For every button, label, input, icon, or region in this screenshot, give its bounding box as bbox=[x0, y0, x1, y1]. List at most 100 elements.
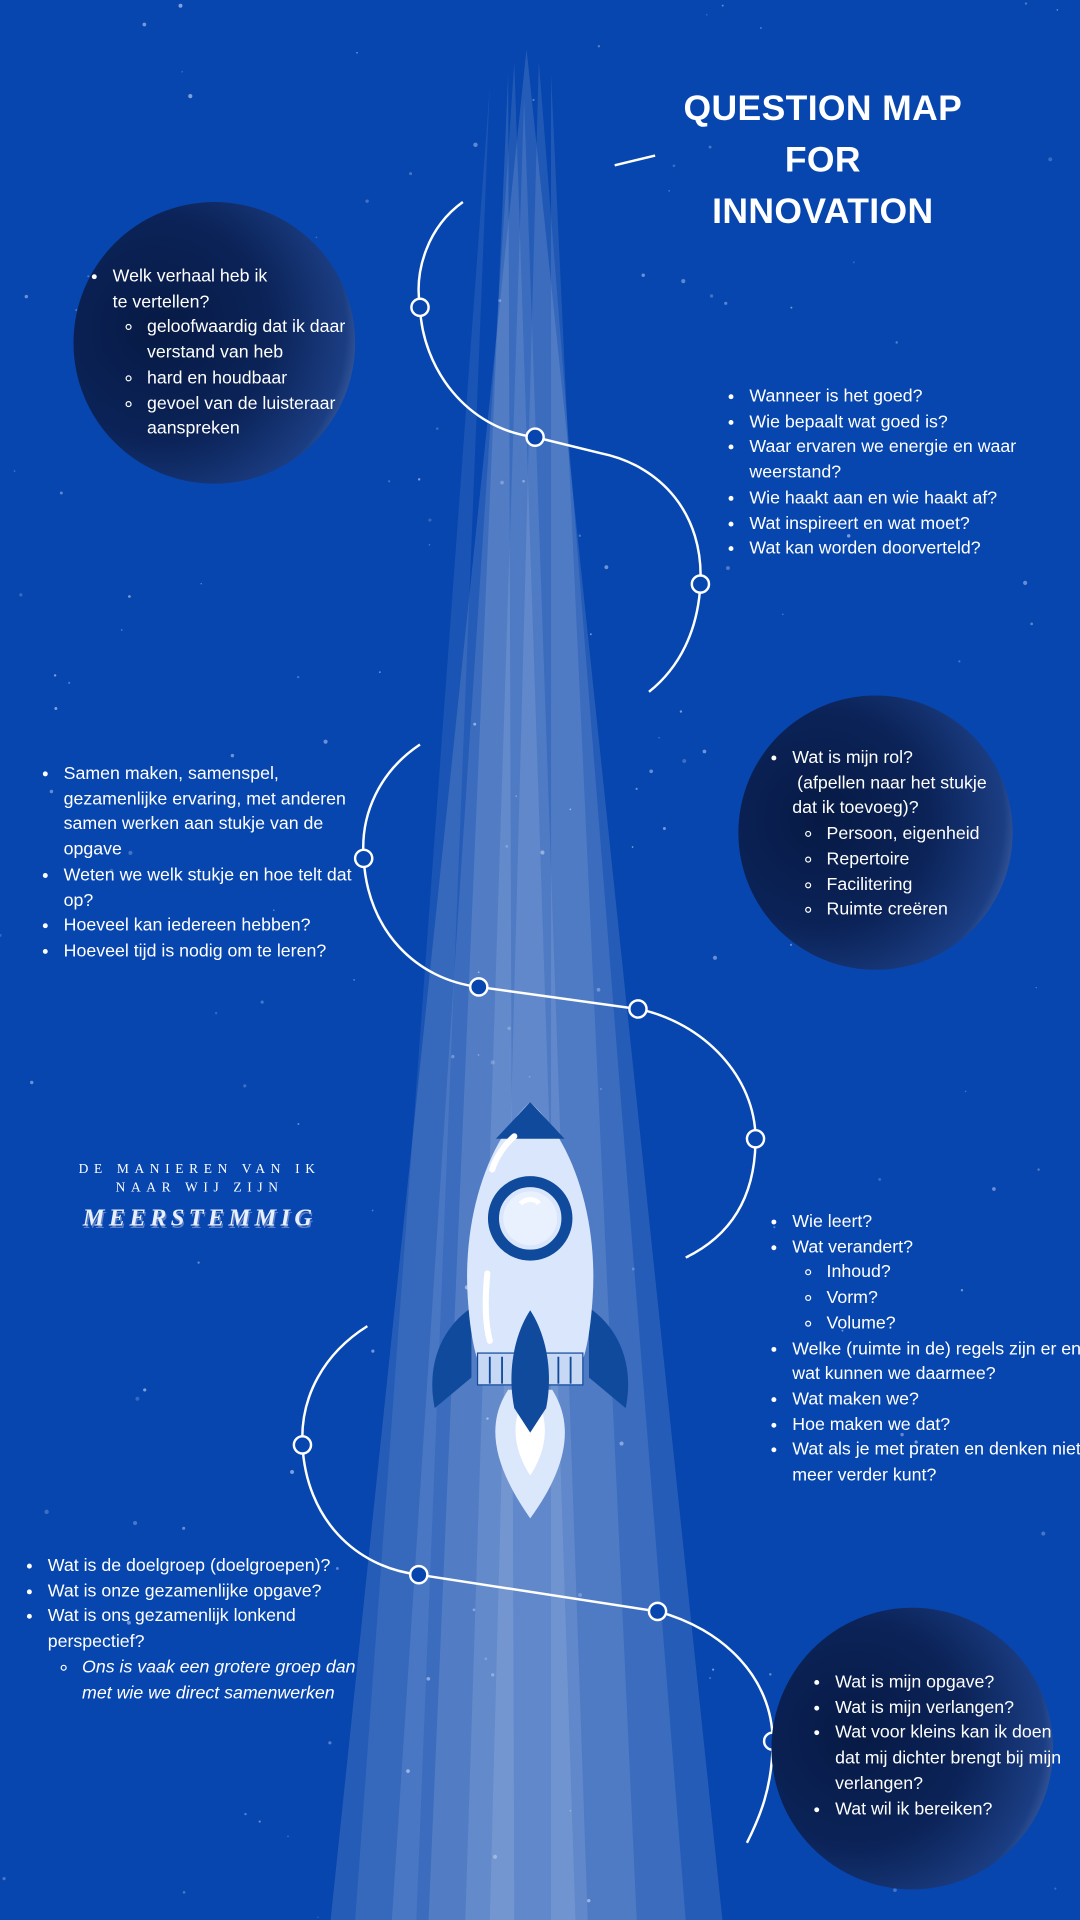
list-item: Wat is onze gezamenlijke opgave? bbox=[45, 1579, 369, 1604]
tagline-emphasis: MEERSTEMMIG bbox=[82, 1204, 317, 1232]
star bbox=[681, 279, 686, 284]
star bbox=[323, 739, 328, 744]
star bbox=[428, 518, 432, 522]
list-item: Hoeveel kan iedereen hebben? bbox=[61, 914, 355, 939]
planet-story bbox=[73, 202, 356, 484]
star bbox=[649, 769, 654, 774]
light-beams bbox=[330, 48, 723, 1920]
star bbox=[569, 1809, 572, 1812]
star bbox=[371, 1209, 374, 1212]
star bbox=[964, 1090, 967, 1093]
star bbox=[13, 470, 16, 472]
star bbox=[243, 1084, 247, 1088]
star bbox=[297, 1122, 300, 1125]
list-subitem: geloofwaardig dat ik daar verstand van h… bbox=[144, 315, 379, 366]
list-item: Wie leert? bbox=[790, 1210, 1080, 1235]
star bbox=[182, 1890, 186, 1894]
star bbox=[641, 273, 645, 277]
list-subitem: Volume? bbox=[824, 1311, 1080, 1336]
star bbox=[44, 1509, 49, 1515]
star bbox=[296, 675, 300, 679]
list-subitem: Repertoire bbox=[824, 847, 1035, 872]
star bbox=[682, 759, 687, 763]
rocket-icon bbox=[432, 1102, 629, 1519]
star bbox=[507, 1026, 511, 1031]
star bbox=[19, 593, 23, 597]
star bbox=[477, 1054, 480, 1056]
star bbox=[992, 1187, 996, 1191]
star bbox=[82, 1690, 85, 1693]
self-questions: Wat is mijn opgave? Wat is mijn verlange… bbox=[811, 1670, 1078, 1822]
list-subitem: hard en houdbaar bbox=[144, 366, 379, 391]
star bbox=[128, 595, 131, 598]
star bbox=[287, 1835, 289, 1838]
star bbox=[1054, 1887, 1057, 1890]
star bbox=[721, 4, 724, 7]
star bbox=[1035, 986, 1038, 989]
star bbox=[759, 27, 762, 30]
star bbox=[522, 479, 525, 483]
star bbox=[353, 978, 355, 981]
star bbox=[197, 1261, 200, 1264]
star bbox=[900, 1432, 904, 1437]
star bbox=[0, 933, 2, 937]
star bbox=[1037, 1168, 1040, 1171]
tagline: DE MANIEREN VAN IK NAAR WIJ ZIJN bbox=[78, 1162, 321, 1196]
star bbox=[490, 1060, 495, 1065]
star bbox=[132, 1520, 138, 1526]
star bbox=[200, 582, 202, 585]
star bbox=[852, 261, 855, 264]
star bbox=[290, 1470, 295, 1474]
list-item: Wat maken we? bbox=[790, 1387, 1080, 1412]
star bbox=[472, 1608, 476, 1612]
title-line: INNOVATION bbox=[712, 192, 934, 232]
star bbox=[244, 1812, 247, 1816]
list-subitem: gevoel van de luisteraar aanspreken bbox=[144, 391, 379, 442]
quality-questions: Wanneer is het goed? Wie bepaalt wat goe… bbox=[725, 384, 1059, 561]
star bbox=[120, 629, 123, 631]
star bbox=[388, 480, 391, 483]
list-subitem: Vorm? bbox=[824, 1286, 1080, 1311]
star bbox=[406, 1769, 410, 1773]
star bbox=[569, 808, 572, 811]
star bbox=[317, 1916, 319, 1919]
star bbox=[846, 534, 851, 538]
page-title: QUESTION MAP FOR INNOVATION bbox=[661, 83, 984, 237]
star bbox=[960, 1289, 964, 1292]
list-item: Samen maken, samenspel, gezamenlijke erv… bbox=[61, 762, 355, 863]
list-item: Weten we welk stukje en hoe telt dat op? bbox=[61, 863, 355, 914]
star bbox=[181, 70, 184, 73]
star bbox=[178, 3, 183, 8]
list-subitem: Ruimte creëren bbox=[824, 898, 1035, 923]
star bbox=[53, 674, 57, 677]
list-item: Wat is mijn verlangen? bbox=[833, 1696, 1078, 1721]
star bbox=[335, 1566, 339, 1570]
star bbox=[188, 94, 193, 99]
star bbox=[841, 1329, 844, 1332]
star bbox=[1041, 1531, 1046, 1536]
star bbox=[435, 427, 439, 430]
star bbox=[662, 827, 666, 830]
star bbox=[128, 850, 133, 855]
star bbox=[709, 294, 714, 298]
planet-self bbox=[771, 1607, 1054, 1890]
star bbox=[1024, 2, 1028, 5]
star bbox=[773, 1226, 776, 1229]
star bbox=[365, 199, 369, 203]
star bbox=[890, 1425, 894, 1429]
star bbox=[893, 1888, 897, 1892]
star bbox=[417, 478, 421, 481]
star bbox=[515, 795, 517, 797]
star bbox=[428, 544, 431, 546]
star bbox=[600, 1088, 602, 1090]
path-waypoints bbox=[292, 297, 783, 1752]
star bbox=[1023, 580, 1028, 585]
star bbox=[409, 172, 413, 176]
star bbox=[782, 613, 784, 616]
together-questions: Samen maken, samenspel, gezamenlijke erv… bbox=[39, 762, 355, 965]
star bbox=[790, 306, 793, 309]
star bbox=[658, 736, 660, 739]
star bbox=[182, 1526, 186, 1530]
